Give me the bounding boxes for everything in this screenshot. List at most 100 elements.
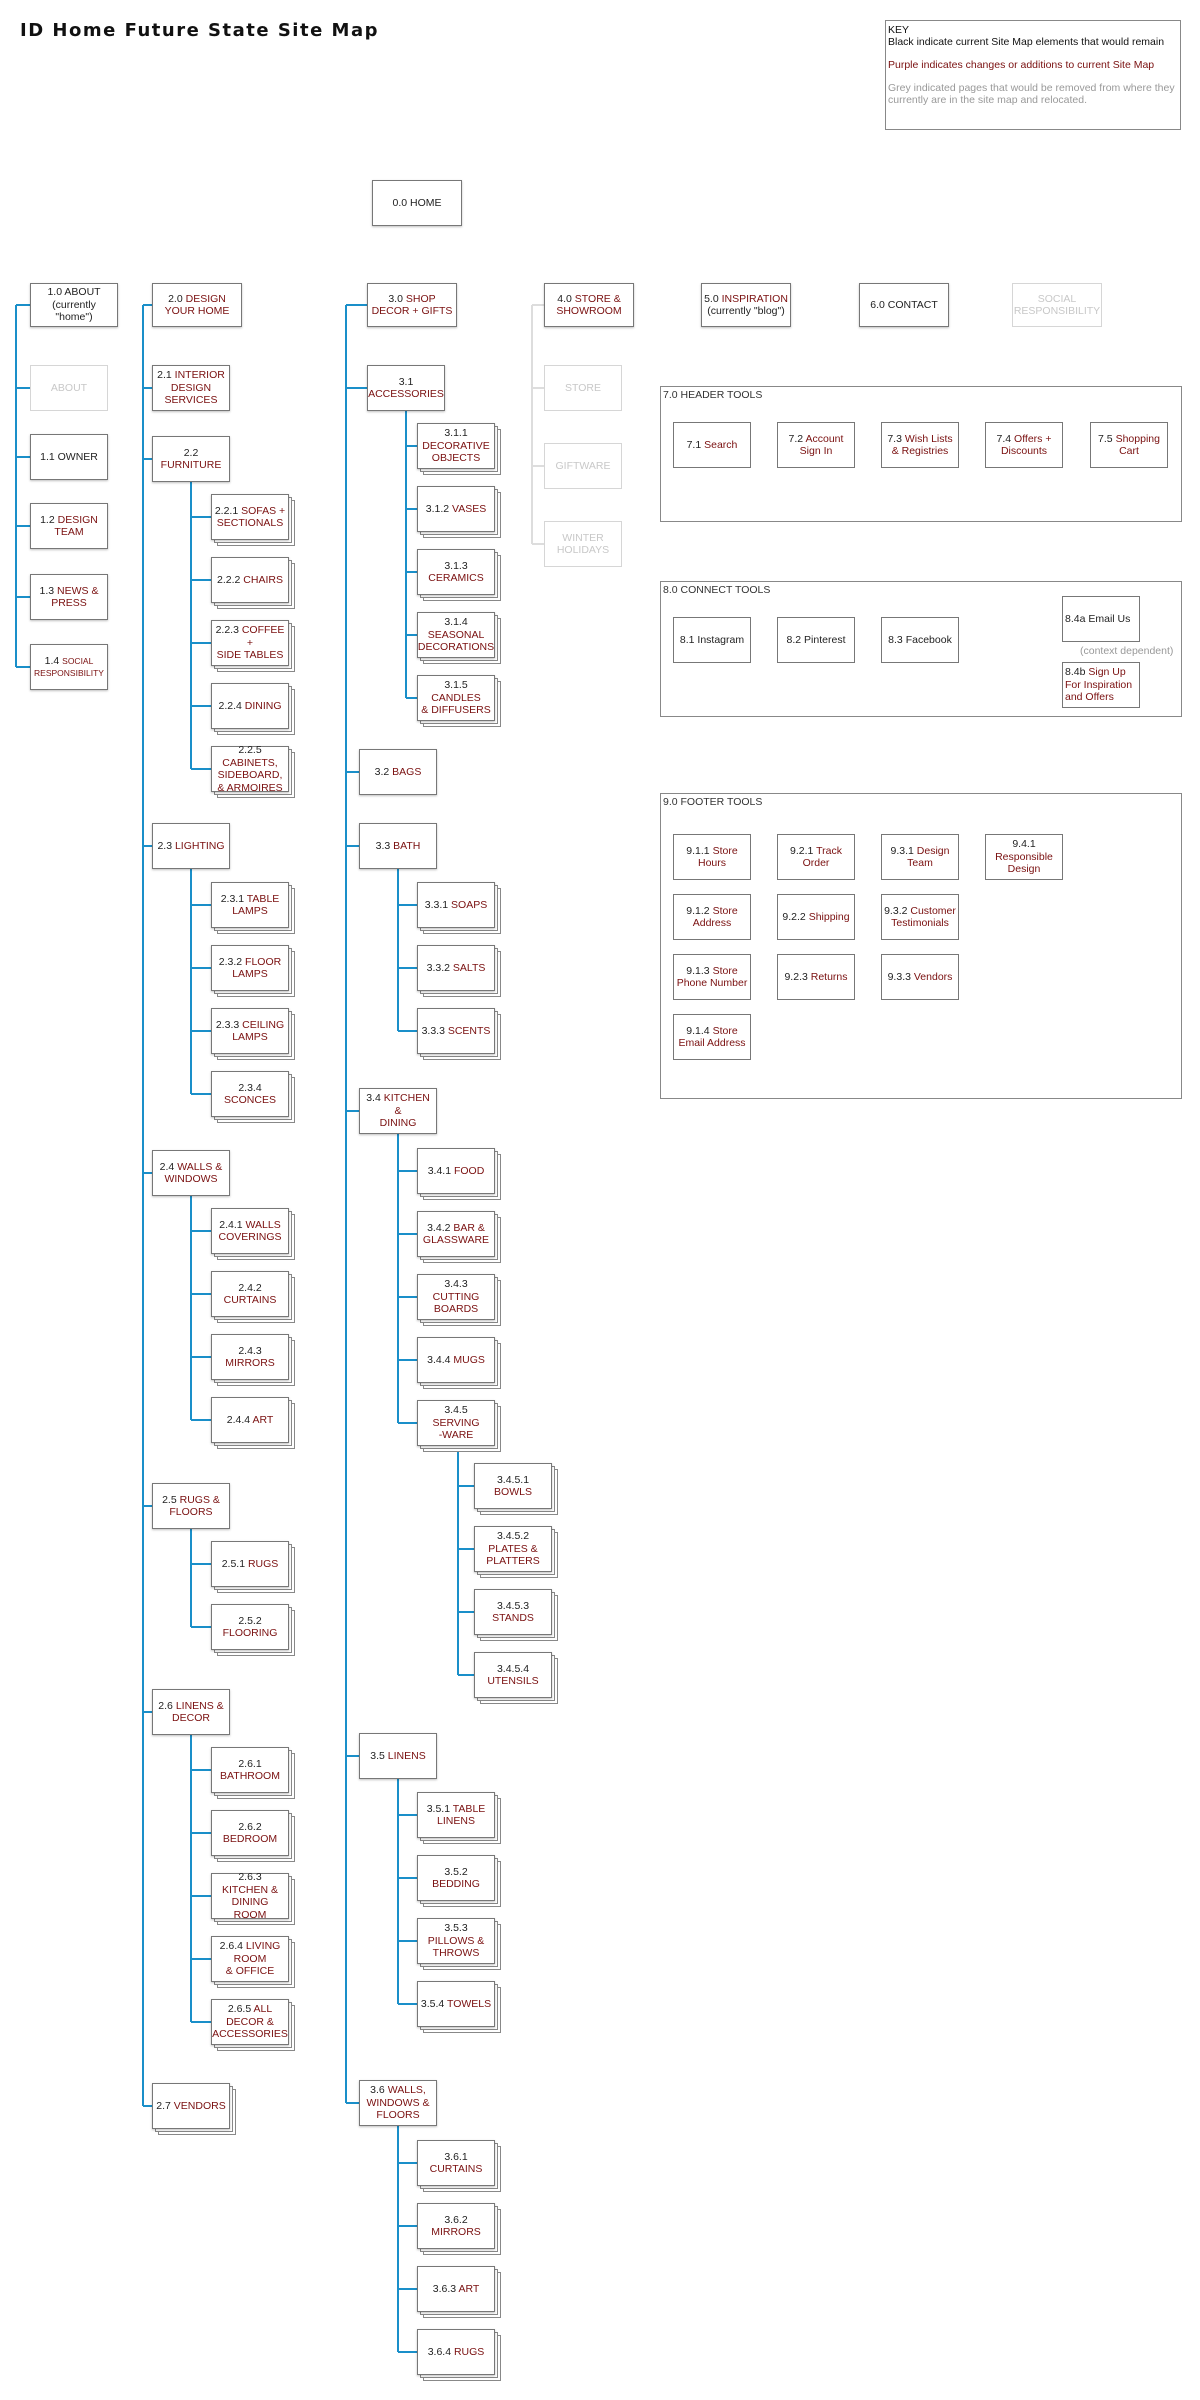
sitemap-node-2-0-design-your-home: 2.0 DESIGN YOUR HOME: [152, 283, 242, 327]
node-label: BATHROOM: [220, 1770, 280, 1782]
node-number: 2.2.3: [215, 624, 239, 637]
node-label: Wish Lists & Registries: [891, 432, 953, 458]
sitemap-node-2-4-2-curtains: 2.4.2 CURTAINS: [211, 1271, 289, 1317]
node-label: MIRRORS: [431, 2226, 481, 2238]
node-label: CABINETS, SIDEBOARD, & ARMOIRES: [217, 756, 283, 794]
node-number: 9.2.1: [790, 844, 814, 857]
sitemap-node-3-3-3-scents: 3.3.3 SCENTS: [417, 1008, 495, 1054]
tool-8-1-instagram: 8.1 Instagram: [673, 617, 751, 663]
node-number: 2.3.3: [215, 1018, 240, 1031]
sitemap-node-3-4-5-2-plates-platters: 3.4.5.2 PLATES & PLATTERS: [474, 1526, 552, 1572]
node-number: 7.4: [996, 432, 1012, 445]
node-note: (currently "home"): [52, 298, 96, 324]
node-label: SOAPS: [451, 898, 488, 911]
node-label: Store Phone Number: [676, 964, 748, 990]
node-number: 2.5: [162, 1493, 177, 1506]
sitemap-node-3-3-2-salts: 3.3.2 SALTS: [417, 945, 495, 991]
node-label: ART: [458, 2282, 480, 2295]
node-label: PLATES & PLATTERS: [486, 1542, 540, 1568]
node-label: SALTS: [452, 961, 486, 974]
node-number: 3.4.3: [444, 1278, 468, 1291]
node-label: MUGS: [453, 1353, 485, 1366]
key-black-note: Black indicate current Site Map elements…: [888, 36, 1165, 48]
node-number: 2.6.1: [238, 1757, 262, 1770]
tool-7-2-account-sign-in: 7.2 Account Sign In: [777, 422, 855, 468]
node-label: DECORATIVE OBJECTS: [422, 439, 490, 465]
tool-7-4-offers-discounts: 7.4 Offers + Discounts: [985, 422, 1063, 468]
key-grey-note: Grey indicated pages that would be remov…: [888, 82, 1175, 106]
sitemap-node-2-6-linens-decor: 2.6 LINENS & DECOR: [152, 1689, 230, 1735]
tool-9-2-1-track-order: 9.2.1 Track Order: [777, 834, 855, 880]
node-label: Search: [704, 438, 738, 451]
node-number: 2.4.1: [219, 1218, 243, 1231]
node-note: (currently "blog"): [707, 305, 785, 317]
node-number: 2.1: [157, 369, 172, 382]
sitemap-node-3-5-3-pillows-throws: 3.5.3 PILLOWS & THROWS: [417, 1918, 495, 1964]
node-number: 3.3.2: [426, 961, 450, 974]
node-label: WINTER HOLIDAYS: [556, 531, 610, 557]
node-number: 7.5: [1098, 432, 1113, 445]
tool-8-2-pinterest: 8.2 Pinterest: [777, 617, 855, 663]
sitemap-node-2-2-5-cabinets-sideboard-armoires: 2.2.5 CABINETS, SIDEBOARD, & ARMOIRES: [211, 744, 289, 794]
sitemap-node-3-5-1-table-linens: 3.5.1 TABLE LINENS: [417, 1792, 495, 1838]
node-number: 3.4.5.3: [496, 1599, 530, 1612]
key-title: KEY: [888, 24, 910, 36]
node-number: 9.2.3: [784, 970, 808, 983]
node-number: 3.5.2: [444, 1865, 468, 1878]
node-label: Instagram: [697, 633, 745, 646]
legend-key: KEY Black indicate current Site Map elem…: [885, 20, 1181, 130]
node-number: 9.3.1: [890, 844, 914, 857]
node-label: VENDORS: [173, 2099, 226, 2112]
node-number: 3.5.3: [444, 1922, 468, 1935]
node-number: 2.3.1: [220, 892, 245, 905]
node-number: 1.2: [40, 513, 55, 526]
node-number: 2.2.2: [217, 573, 241, 586]
tool-9-1-4-store-email-address: 9.1.4 Store Email Address: [673, 1014, 751, 1060]
sitemap-node-3-5-2-bedding: 3.5.2 BEDDING: [417, 1855, 495, 1901]
node-label: SOCIAL RESPONSIBILITY: [1013, 292, 1101, 318]
node-label: KITCHEN & DINING ROOM: [221, 1883, 278, 1921]
node-label: OWNER: [57, 450, 98, 463]
node-label: DESIGN YOUR HOME: [164, 292, 230, 318]
sitemap-node-3-6-3-art: 3.6.3 ART: [417, 2266, 495, 2312]
node-label: CONTACT: [887, 298, 938, 311]
node-number: 1.4: [44, 654, 60, 667]
sitemap-node-1-0-about: 1.0 ABOUT (currently "home"): [30, 283, 118, 327]
node-label: DINING: [244, 699, 282, 712]
sitemap-node-3-1-1-decorative-objects: 3.1.1 DECORATIVE OBJECTS: [417, 423, 495, 469]
node-label: SCONCES: [224, 1094, 276, 1106]
node-number: 2.7: [156, 2099, 171, 2112]
sitemap-node-about: ABOUT: [30, 365, 108, 411]
node-label: Email Us: [1088, 612, 1131, 625]
node-label: SHOP DECOR + GIFTS: [371, 292, 453, 318]
tool-8-4b-sign-up-for-inspiration-and-offers: 8.4b Sign Up For Inspiration and Offers: [1062, 662, 1140, 708]
node-number: 3.1: [398, 375, 414, 388]
node-number: 3.5: [370, 1749, 385, 1762]
sitemap-node-5-0-inspiration: 5.0 INSPIRATION (currently "blog"): [701, 283, 791, 327]
sitemap-node-2-4-1-walls-coverings: 2.4.1 WALLS COVERINGS: [211, 1208, 289, 1254]
node-label: Returns: [810, 970, 848, 983]
node-number: 3.6.2: [444, 2213, 468, 2226]
sitemap-node-2-2-furniture: 2.2 FURNITURE: [152, 436, 230, 482]
sitemap-node-3-5-4-towels: 3.5.4 TOWELS: [417, 1981, 495, 2027]
node-number: 2.6.2: [238, 1820, 262, 1833]
node-label: SERVING -WARE: [432, 1416, 480, 1442]
sitemap-node-2-2-2-chairs: 2.2.2 CHAIRS: [211, 557, 289, 603]
node-number: 1.1: [40, 450, 55, 463]
node-label: GIFTWARE: [555, 459, 611, 472]
node-number: 3.4.5.1: [496, 1473, 530, 1486]
node-label: RUGS & FLOORS: [169, 1493, 220, 1519]
node-number: 3.4.5.2: [496, 1530, 530, 1543]
node-label: Sign Up For Inspiration and Offers: [1065, 666, 1133, 704]
sitemap-node-2-3-3-ceiling-lamps: 2.3.3 CEILING LAMPS: [211, 1008, 289, 1054]
tool-9-1-1-store-hours: 9.1.1 Store Hours: [673, 834, 751, 880]
sitemap-node-3-4-5-3-stands: 3.4.5.3 STANDS: [474, 1589, 552, 1635]
node-label: LIVING ROOM & OFFICE: [225, 1940, 281, 1978]
sitemap-node-2-1-interior-design: 2.1 INTERIOR DESIGN SERVICES: [152, 365, 230, 411]
node-number: 2.4.2: [238, 1281, 262, 1294]
sitemap-node-3-6-2-mirrors: 3.6.2 MIRRORS: [417, 2203, 495, 2249]
node-number: 3.6: [370, 2084, 385, 2097]
node-number: 9.2.2: [782, 910, 806, 923]
sitemap-node-3-4-5-serving-ware: 3.4.5 SERVING -WARE: [417, 1400, 495, 1446]
node-number: 3.0: [388, 292, 403, 305]
